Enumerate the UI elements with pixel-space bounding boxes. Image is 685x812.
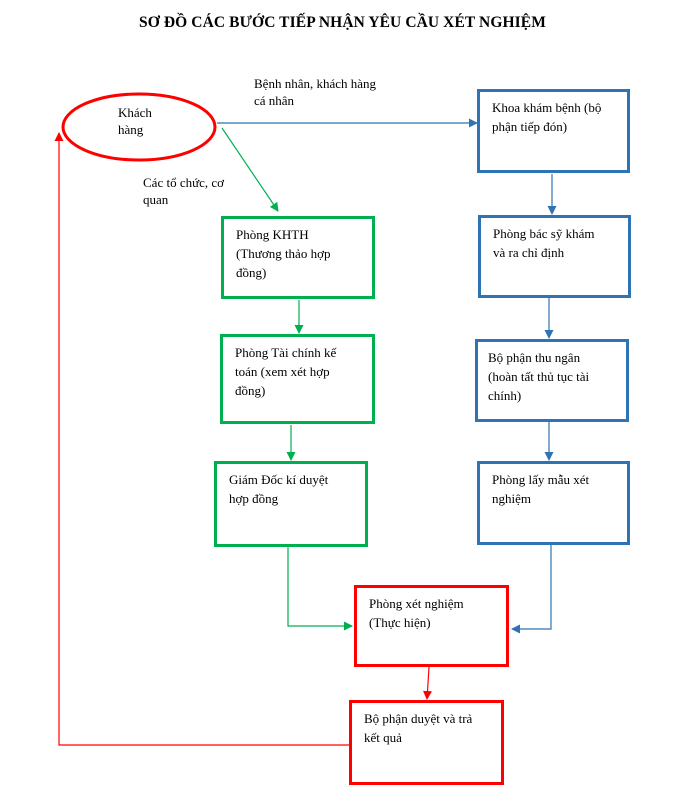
node-sampling: Phòng lấy mẫu xét nghiệm xyxy=(477,461,630,545)
node-sampling-line2: nghiệm xyxy=(492,491,531,506)
node-finance-line3: đồng) xyxy=(235,383,266,398)
edge-label-individual: Bệnh nhân, khách hàng cá nhân xyxy=(254,75,376,109)
node-reception-line2: phận tiếp đón) xyxy=(492,119,568,134)
arrow-results-to-customer xyxy=(54,132,349,746)
node-finance-line1: Phòng Tài chính kế xyxy=(235,345,337,360)
arrow-sampling-to-lab xyxy=(511,545,552,634)
node-finance-line2: toán (xem xét hợp xyxy=(235,364,330,379)
node-director-line1: Giám Đốc kí duyệt xyxy=(229,472,329,487)
node-planning-line1: Phòng KHTH xyxy=(236,227,309,242)
arrow-lab-to-results xyxy=(423,666,432,700)
node-results-line2: kết quả xyxy=(364,730,402,745)
node-cashier-line1: Bộ phận thu ngân xyxy=(488,350,581,365)
page-title: SƠ ĐỒ CÁC BƯỚC TIẾP NHẬN YÊU CẦU XÉT NGH… xyxy=(139,14,546,31)
edge-label-individual-line2: cá nhân xyxy=(254,93,295,108)
node-planning-line3: đồng) xyxy=(236,265,267,280)
node-doctor-line2: và ra chỉ định xyxy=(493,245,565,260)
node-planning-line2: (Thương thảo hợp xyxy=(236,246,331,261)
node-finance: Phòng Tài chính kế toán (xem xét hợp đồn… xyxy=(220,334,375,424)
customer-label-line1: Khách xyxy=(118,105,152,120)
customer-label: Khách hàng xyxy=(118,104,152,138)
edge-label-individual-line1: Bệnh nhân, khách hàng xyxy=(254,76,377,91)
node-director: Giám Đốc kí duyệt hợp đồng xyxy=(214,461,368,547)
node-lab: Phòng xét nghiệm (Thực hiện) xyxy=(354,585,509,667)
edge-label-organization: Các tổ chức, cơ quan xyxy=(143,174,224,208)
node-reception: Khoa khám bệnh (bộ phận tiếp đón) xyxy=(477,89,630,173)
customer-label-line2: hàng xyxy=(118,122,144,137)
customer-ellipse xyxy=(61,92,217,162)
edge-label-organization-line2: quan xyxy=(143,192,169,207)
node-director-line2: hợp đồng xyxy=(229,491,279,506)
node-cashier: Bộ phận thu ngân (hoàn tất thủ tục tài c… xyxy=(475,339,629,422)
node-reception-line1: Khoa khám bệnh (bộ xyxy=(492,100,602,115)
arrow-director-to-lab xyxy=(287,547,353,631)
node-sampling-line1: Phòng lấy mẫu xét xyxy=(492,472,590,487)
arrow-customer-to-planning xyxy=(221,127,279,212)
node-results-line1: Bộ phận duyệt và trả xyxy=(364,711,473,726)
node-cashier-line3: chính) xyxy=(488,388,522,403)
node-doctor: Phòng bác sỹ khám và ra chỉ định xyxy=(478,215,631,298)
node-lab-line2: (Thực hiện) xyxy=(369,615,431,630)
node-doctor-line1: Phòng bác sỹ khám xyxy=(493,226,595,241)
node-lab-line1: Phòng xét nghiệm xyxy=(369,596,464,611)
edge-label-organization-line1: Các tổ chức, cơ xyxy=(143,175,225,190)
node-cashier-line2: (hoàn tất thủ tục tài xyxy=(488,369,590,384)
node-results: Bộ phận duyệt và trả kết quả xyxy=(349,700,504,785)
node-planning: Phòng KHTH (Thương thảo hợp đồng) xyxy=(221,216,375,299)
